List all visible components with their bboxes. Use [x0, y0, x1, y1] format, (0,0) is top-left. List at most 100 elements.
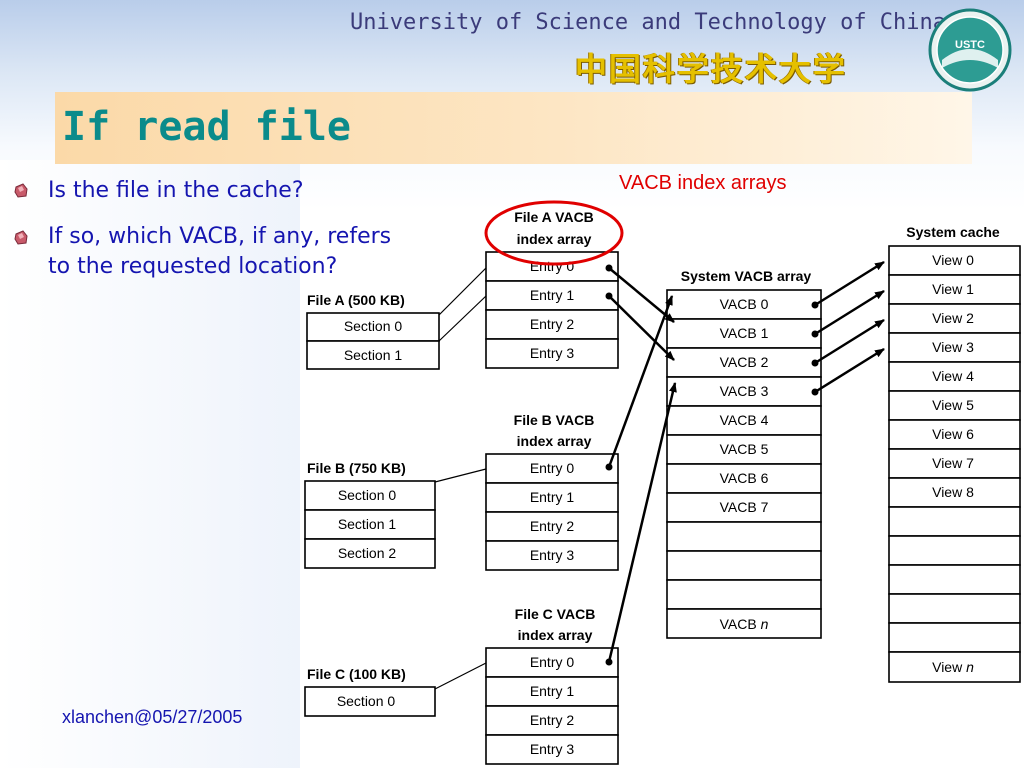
- index-array-c-entry-3: Entry 3: [530, 741, 575, 757]
- index-array-c-title: File C VACB: [515, 606, 596, 622]
- file-b-section-1: Section 1: [338, 516, 397, 532]
- file-a-section-0-cell: [306, 312, 440, 342]
- vacb-cell: [666, 608, 822, 639]
- footer-credit: xlanchen@05/27/2005: [62, 707, 243, 727]
- index-array-b-entry-2: Entry 2: [530, 518, 575, 534]
- index-array-a: File A VACB index array Entry 0 Entry 1 …: [485, 209, 619, 369]
- view-cell: [888, 622, 1021, 653]
- bullet-line: to the requested location?: [48, 254, 338, 279]
- file-a-label: File A (500 KB): [307, 292, 405, 308]
- view-label: View 1: [932, 281, 974, 297]
- vacb-cell: [666, 347, 822, 378]
- view-cell: [888, 419, 1021, 450]
- left-background: [0, 160, 300, 768]
- view-label: View 3: [932, 339, 974, 355]
- pointer-arrow: [607, 382, 677, 663]
- index-array-c-entry-3-cell: [485, 734, 619, 765]
- vacb-label: VACB 4: [720, 412, 769, 428]
- index-array-a-entry-1: Entry 1: [530, 287, 575, 303]
- slide-title: If read file: [62, 104, 351, 150]
- file-b: File B (750 KB) Section 0 Section 1 Sect…: [304, 460, 436, 569]
- index-array-a-entry-1-cell: [485, 280, 619, 311]
- file-c: File C (100 KB) Section 0: [304, 666, 436, 717]
- bullet-icon: [14, 183, 28, 198]
- connector-line: [438, 267, 487, 316]
- pointer-arrow: [607, 295, 674, 468]
- bullet-item: Is the file in the cache?: [48, 176, 304, 206]
- file-b-section-2-cell: [304, 538, 436, 569]
- connector-line: [434, 468, 487, 483]
- index-array-a-title: File A VACB: [514, 209, 594, 225]
- bullet-line: If so, which VACB, if any, refers: [48, 224, 392, 249]
- index-array-a-entry-3-cell: [485, 338, 619, 369]
- title-band: [55, 92, 972, 164]
- bullet-line: Is the file in the cache?: [48, 178, 304, 203]
- index-array-b-title: File B VACB: [514, 412, 595, 428]
- pointer-arrow: [814, 347, 885, 394]
- view-cell: [888, 651, 1021, 683]
- file-c-label: File C (100 KB): [307, 666, 406, 682]
- pointer-arrow: [814, 260, 885, 307]
- logo-text: USTC: [955, 39, 985, 51]
- index-array-b-entry-3: Entry 3: [530, 547, 575, 563]
- view-label: View 0: [932, 252, 974, 268]
- file-b-section-0-cell: [304, 480, 436, 511]
- university-name-chinese: 中国科学技术大学: [575, 50, 848, 88]
- highlight-circle: [484, 200, 624, 266]
- view-label: View 8: [932, 484, 974, 500]
- vacb-label: VACB 3: [720, 383, 769, 399]
- view-cell: [888, 448, 1021, 479]
- connector-line: [434, 662, 487, 690]
- view-label: View 2: [932, 310, 974, 326]
- file-a: File A (500 KB) Section 0 Section 1: [306, 292, 440, 370]
- vacb-cell: [666, 521, 822, 552]
- system-cache: System cache View 0 View 1 View 2 View 3…: [888, 224, 1021, 683]
- file-b-label: File B (750 KB): [307, 460, 406, 476]
- file-c-section-0-cell: [304, 686, 436, 717]
- index-array-b-entry-1: Entry 1: [530, 489, 575, 505]
- vacb-cell: [666, 434, 822, 465]
- index-array-c-entry-0: Entry 0: [530, 654, 575, 670]
- pointer-arrow: [608, 267, 675, 323]
- vacb-cell: [666, 463, 822, 494]
- pointer-arrow: [814, 318, 885, 365]
- file-b-section-0: Section 0: [338, 487, 397, 503]
- university-logo: USTC: [928, 8, 1012, 92]
- index-array-b-entry-0: Entry 0: [530, 460, 575, 476]
- index-array-c: File C VACB index array Entry 0 Entry 1 …: [485, 606, 619, 765]
- pointer-arrow: [608, 295, 675, 361]
- vacb-label: VACB 5: [720, 441, 769, 457]
- view-cell: [888, 593, 1021, 624]
- index-array-c-entry-1: Entry 1: [530, 683, 575, 699]
- vacb-label: VACB 2: [720, 354, 769, 370]
- view-last-label: View n: [932, 659, 974, 675]
- index-array-a-subtitle: index array: [517, 231, 592, 247]
- vacb-last-label: VACB n: [720, 616, 769, 632]
- system-vacb-array: System VACB array VACB 0 VACB 1 VACB 2 V…: [666, 268, 822, 639]
- connector-line: [438, 295, 487, 342]
- index-array-c-subtitle: index array: [518, 627, 593, 643]
- view-label: View 5: [932, 397, 974, 413]
- file-b-section-2: Section 2: [338, 545, 397, 561]
- file-a-section-0: Section 0: [344, 318, 403, 334]
- university-name-english: University of Science and Technology of …: [350, 10, 947, 35]
- pointer-arrow: [814, 289, 885, 336]
- file-a-section-1: Section 1: [344, 347, 403, 363]
- bullet-icon: [14, 230, 28, 245]
- view-cell: [888, 506, 1021, 537]
- vacb-label: VACB 7: [720, 499, 769, 515]
- view-cell: [888, 535, 1021, 566]
- annotation-label: VACB index arrays: [619, 172, 787, 194]
- system-cache-title: System cache: [906, 224, 1000, 240]
- index-array-c-entry-2: Entry 2: [530, 712, 575, 728]
- bullet-item: If so, which VACB, if any, refers to the…: [48, 222, 391, 282]
- vacb-array-title: System VACB array: [681, 268, 812, 284]
- index-array-a-entry-2: Entry 2: [530, 316, 575, 332]
- index-array-b-entry-3-cell: [485, 540, 619, 571]
- view-label: View 4: [932, 368, 974, 384]
- view-cell: [888, 303, 1021, 334]
- index-array-a-entry-3: Entry 3: [530, 345, 575, 361]
- file-c-section-0: Section 0: [337, 693, 396, 709]
- index-array-a-entry-0: Entry 0: [530, 258, 575, 274]
